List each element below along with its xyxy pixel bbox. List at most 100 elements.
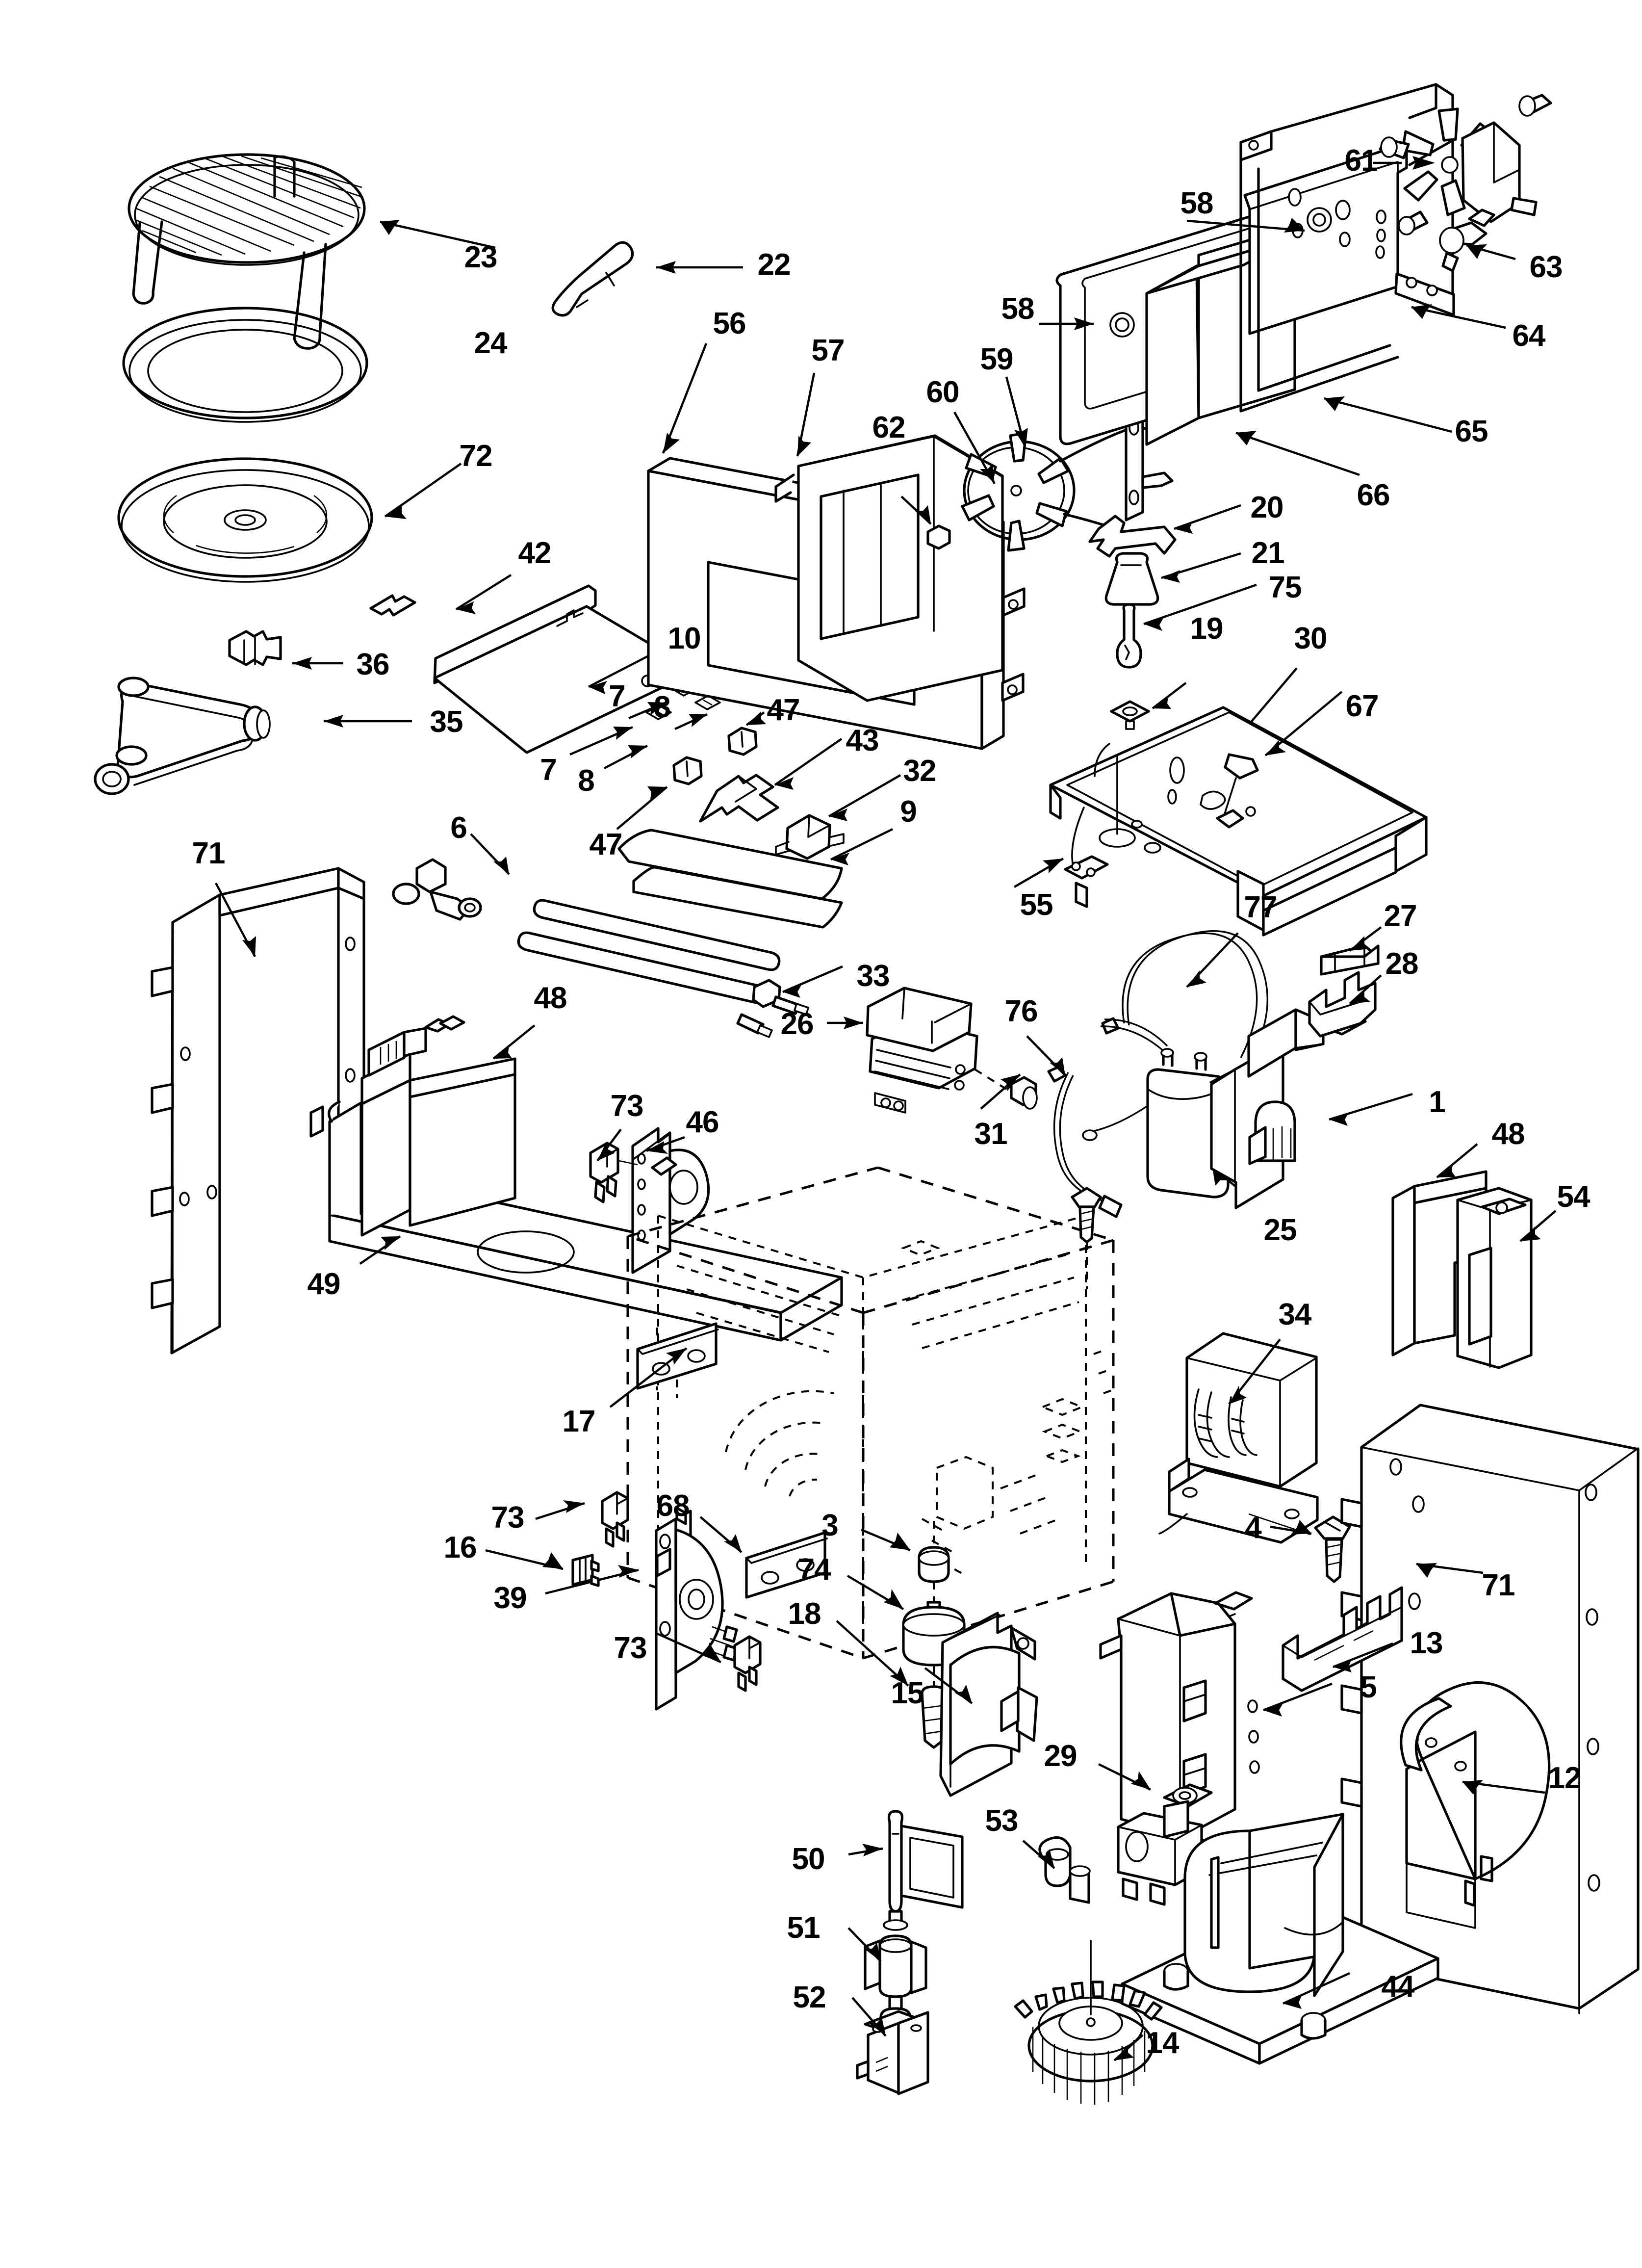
callout-lamp-holder-50: 50 bbox=[792, 1842, 825, 1876]
callout-thermal-cutout-30: 30 bbox=[1294, 622, 1328, 655]
callout-switch-32: 32 bbox=[903, 754, 937, 788]
group-sidepanel-left-71 bbox=[151, 867, 365, 1355]
callout-fan-scroll-12: 12 bbox=[1548, 1761, 1582, 1795]
group-microswitch-73b bbox=[535, 1491, 629, 1548]
callout-nut-8: 8 bbox=[578, 764, 594, 798]
callout-coupler-cap-3: 3 bbox=[821, 1509, 838, 1542]
callout-air-duct-block-54: 54 bbox=[1557, 1180, 1591, 1214]
group-latchboard-39 bbox=[545, 1507, 738, 1711]
group-fuseholder-28 bbox=[1308, 971, 1382, 1038]
callout-micro-switch-73: 73 bbox=[614, 1631, 647, 1665]
callout-micro-switch-73: 73 bbox=[610, 1089, 644, 1123]
callout-hv-fuse-27: 27 bbox=[1384, 899, 1417, 933]
callout-motor-clip-63: 63 bbox=[1529, 250, 1563, 284]
callout-motor-assembly-44: 44 bbox=[1381, 1970, 1415, 2004]
group-bulb-75 bbox=[1116, 583, 1257, 669]
group-handle-22 bbox=[551, 241, 743, 317]
group-screw-upper-31b bbox=[1071, 1187, 1102, 1289]
group-turntable-72 bbox=[117, 457, 462, 583]
group-retainer-19 bbox=[1110, 682, 1187, 730]
group-blowerwheel-14 bbox=[1014, 1940, 1163, 2105]
callout-control-panel-rear-58: 58 bbox=[1180, 186, 1214, 220]
group-clip-42 bbox=[369, 574, 512, 617]
group-mounting-stud-31 bbox=[974, 1069, 1038, 1110]
group-tray-24 bbox=[122, 307, 368, 423]
group-panel-58b bbox=[1186, 142, 1408, 335]
callout-retainer-clip-36: 36 bbox=[356, 648, 390, 681]
callout-lamp-lens-clip-42: 42 bbox=[518, 536, 552, 570]
callout-lamp-retainer-19: 19 bbox=[1190, 612, 1224, 646]
group-screw-4 bbox=[1248, 1513, 1351, 1583]
group-fanscroll-12 bbox=[1400, 1681, 1551, 1929]
callout-grommet-53: 53 bbox=[985, 1804, 1019, 1838]
callout-thermostat-52: 52 bbox=[793, 1981, 826, 2014]
group-switch-32 bbox=[775, 774, 901, 860]
callout-nut-8: 8 bbox=[654, 690, 670, 724]
callout-heater-terminal-33: 33 bbox=[856, 959, 890, 993]
group-heater-terminal-33 bbox=[736, 965, 843, 1038]
callout-hex-nut-47: 47 bbox=[589, 828, 623, 861]
callout-rear-frame-64: 64 bbox=[1512, 319, 1546, 353]
callout-panel-trim-66: 66 bbox=[1357, 478, 1390, 512]
group-bracket-43 bbox=[699, 738, 843, 823]
group-grommet-53 bbox=[1022, 1836, 1091, 1904]
callout-fan-motor-mount-29: 29 bbox=[1044, 1739, 1078, 1773]
group-latchhook-46 bbox=[631, 1127, 710, 1274]
callout-magnetron-26: 26 bbox=[780, 1007, 814, 1041]
callout-cover-plate-68: 68 bbox=[656, 1489, 690, 1523]
callout-base-tray-49: 49 bbox=[307, 1267, 341, 1301]
callout-cover-plate-17: 17 bbox=[562, 1405, 596, 1438]
callout-insulation-pad-48: 48 bbox=[534, 981, 567, 1015]
callout-fan-bracket-59: 59 bbox=[980, 342, 1014, 376]
callout-waveguide-cover-9: 9 bbox=[900, 795, 917, 829]
group-insulation-48a bbox=[360, 1015, 536, 1237]
callout-washer-7: 7 bbox=[540, 753, 557, 787]
group-hexnut-47b bbox=[616, 756, 703, 830]
callout-insulation-pad-48: 48 bbox=[1491, 1117, 1525, 1151]
callout-fuse-holder-28: 28 bbox=[1385, 947, 1419, 981]
group-paneltrim-66 bbox=[1235, 431, 1360, 476]
callout-fan-blade-60: 60 bbox=[926, 375, 960, 409]
group-clip-36 bbox=[228, 630, 343, 670]
callout-side-panel-right-71: 71 bbox=[1482, 1568, 1515, 1602]
callout-power-transformer-34: 34 bbox=[1278, 1298, 1312, 1331]
group-rack-23 bbox=[128, 153, 496, 350]
group-blower-61 bbox=[1373, 94, 1552, 235]
callout-micro-switch-73: 73 bbox=[491, 1501, 525, 1535]
group-lampbracket-20 bbox=[1088, 504, 1241, 558]
callout-air-guide-15: 15 bbox=[891, 1676, 924, 1710]
callout-door-frame-57: 57 bbox=[811, 334, 845, 367]
callout-screw-18: 18 bbox=[788, 1597, 821, 1631]
callout-door-seal-panel-56: 56 bbox=[713, 307, 746, 340]
callout-hex-nut-47: 47 bbox=[767, 693, 800, 727]
callout-hv-lead-wire-77: 77 bbox=[1244, 890, 1278, 924]
group-microswitch-73a bbox=[589, 1128, 638, 1203]
group-airguide-15 bbox=[924, 1612, 1038, 1797]
callout-hv-wire-76: 76 bbox=[1004, 994, 1038, 1028]
callout-glass-tray-24: 24 bbox=[474, 326, 508, 360]
callout-relay-bracket-1: 1 bbox=[1429, 1085, 1445, 1119]
callout-turntable-plate-72: 72 bbox=[459, 439, 493, 473]
group-waveguide-9 bbox=[617, 828, 893, 929]
callout-bulb-75: 75 bbox=[1268, 571, 1302, 604]
callout-roller-guide-6: 6 bbox=[450, 811, 467, 845]
callout-terminal-block-13: 13 bbox=[1410, 1626, 1443, 1660]
group-hexnut-47a bbox=[727, 711, 766, 756]
callout-insulation-block-65: 65 bbox=[1455, 415, 1488, 448]
group-lampholder-50 bbox=[848, 1810, 964, 1931]
group-switchlever-16 bbox=[485, 1549, 600, 1587]
group-transformer-34 bbox=[1158, 1332, 1319, 1544]
group-magnetron-26 bbox=[827, 987, 978, 1114]
group-lampcover-21 bbox=[1104, 552, 1241, 606]
callout-latch-board-39: 39 bbox=[493, 1581, 527, 1615]
group-motorclip-63 bbox=[1439, 209, 1516, 272]
group-heater-rod-upper-6 bbox=[392, 833, 781, 1005]
group-hvfuse-27 bbox=[1320, 926, 1382, 976]
callout-light-housing-10: 10 bbox=[667, 622, 701, 655]
callout-nut-62: 62 bbox=[872, 411, 906, 444]
group-fanhousing-5 bbox=[1099, 1591, 1333, 1838]
callout-washer-7: 7 bbox=[609, 679, 625, 713]
callout-hv-capacitor-25: 25 bbox=[1263, 1213, 1297, 1247]
callout-fan-housing-5: 5 bbox=[1360, 1670, 1377, 1704]
